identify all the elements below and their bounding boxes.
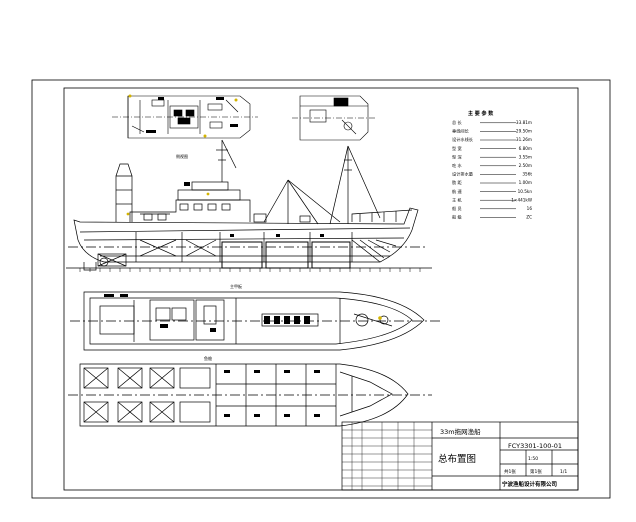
- frame-ticks: [79, 268, 421, 272]
- particular-label: 船 员: [452, 205, 462, 212]
- wheelhouse-deck-markings: [146, 97, 238, 133]
- vessel-name: 33m拖网渔船: [440, 427, 481, 436]
- particular-value: 1.00m: [519, 180, 532, 185]
- company-name: 宁波渔船设计有限公司: [502, 480, 557, 488]
- particular-label: 吃 水: [452, 162, 463, 168]
- particular-value: 3.55m: [519, 154, 532, 159]
- hold-plan-label: 鱼舱: [204, 355, 212, 361]
- particular-label: 型 深: [452, 153, 462, 160]
- particular-value: 31.26m: [516, 137, 532, 142]
- particular-label: 航 速: [452, 188, 463, 195]
- particular-label: 垂线间长: [452, 128, 470, 135]
- sheet-count: 共1张: [504, 468, 516, 475]
- main-deck-hatch-blocks: [104, 294, 382, 332]
- profile-view-label: 侧视图: [176, 153, 188, 159]
- sheet-number: 第1张: [530, 468, 542, 475]
- profile-view: [66, 139, 432, 271]
- particular-value: 33.81m: [516, 120, 532, 125]
- drawing-title: 总布置图: [438, 453, 476, 465]
- particular-value: 10.5kn: [518, 189, 533, 194]
- wheelhouse-deck-plan: [112, 94, 258, 139]
- inner-border: [63, 87, 579, 491]
- compass-deck-plan: [292, 95, 376, 141]
- particulars-heading: 主 要 参 数: [468, 110, 494, 117]
- particular-label: 船 级: [452, 214, 463, 221]
- main-deck-label: 主甲板: [230, 283, 242, 289]
- sheet-mark: 1/1: [560, 469, 567, 475]
- particular-value: 16: [527, 206, 533, 211]
- particular-value: ZC: [526, 215, 532, 220]
- outer-border: [31, 79, 611, 499]
- particular-label: 主 机: [452, 196, 463, 203]
- particular-label: 设计水线长: [452, 136, 474, 143]
- profile-fills: [126, 182, 324, 237]
- title-block-grid: [342, 422, 432, 490]
- drawing-scale: 1:50: [528, 456, 538, 462]
- particular-value: 6.80m: [519, 146, 532, 151]
- particular-label: 肋 距: [452, 179, 462, 186]
- main-particulars-table: 主 要 参 数 总 长 33.81m 垂线间长 29.50m 设计水线长 31.26m 型 …: [452, 110, 532, 221]
- hold-plan: [68, 363, 432, 427]
- particular-value: 2.50m: [519, 163, 532, 168]
- main-deck-plan: [70, 291, 440, 351]
- particulars-rows: 总 长 33.81m 垂线间长 29.50m 设计水线长 31.26m 型 宽 6.80m 型 …: [452, 119, 532, 221]
- particular-label: 型 宽: [452, 145, 463, 152]
- particular-value: 356t: [522, 172, 532, 177]
- particular-label: 设计排水量: [452, 171, 473, 178]
- particular-value: 29.50m: [516, 129, 532, 134]
- drawing-number: FCY3301-100-01: [508, 442, 562, 450]
- title-block: [341, 421, 579, 491]
- hold-plan-markings: [224, 370, 320, 417]
- particular-label: 总 长: [452, 119, 463, 126]
- particular-value: 1×441kW: [511, 197, 532, 202]
